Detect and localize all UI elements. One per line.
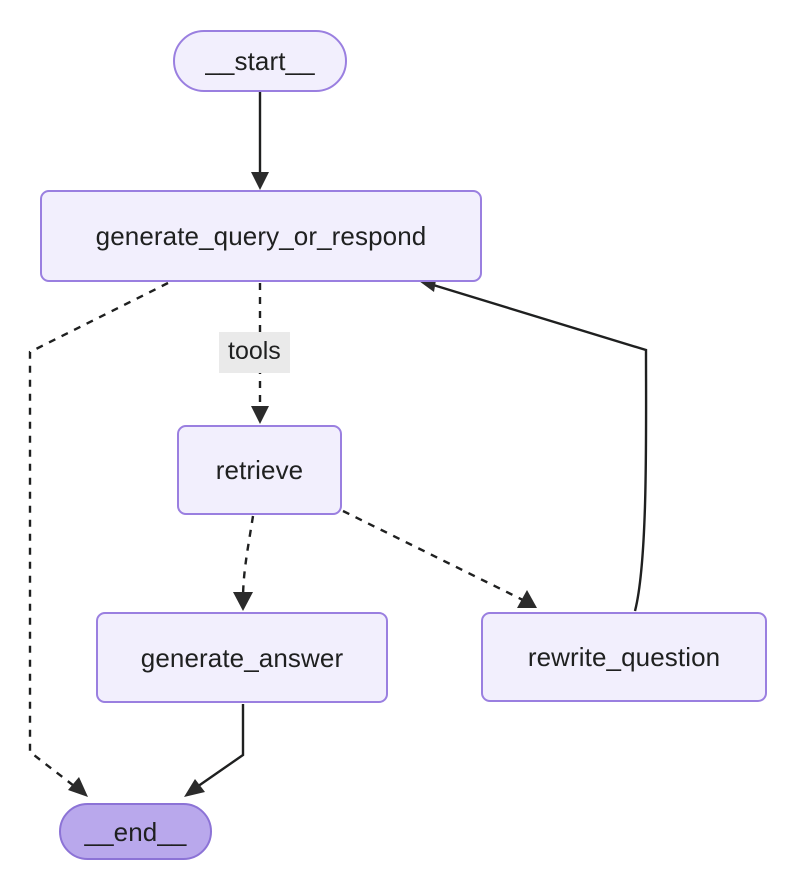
edge-generate-query-or-respond-to-retrieve [251, 283, 269, 424]
node-end[interactable]: __end__ [59, 803, 212, 860]
edge-retrieve-to-generate-answer [233, 515, 255, 611]
node-generate-query-or-respond-label: generate_query_or_respond [95, 221, 427, 251]
node-retrieve[interactable]: retrieve [177, 425, 342, 515]
node-start[interactable]: __start__ [173, 30, 347, 92]
edge-generate-query-or-respond-to-end [28, 281, 169, 797]
node-start-label: __start__ [205, 46, 315, 76]
edge-label-tools: tools [219, 332, 290, 373]
node-rewrite-question[interactable]: rewrite_question [481, 612, 767, 702]
node-retrieve-label: retrieve [215, 455, 304, 485]
edge-rewrite-question-to-generate-query-or-respond [419, 274, 648, 612]
edge-start-to-generate-query-or-respond [251, 92, 269, 190]
edge-retrieve-to-rewrite-question [342, 509, 537, 608]
node-generate-query-or-respond[interactable]: generate_query_or_respond [40, 190, 482, 282]
edge-generate-answer-to-end [184, 704, 245, 797]
node-end-label: __end__ [84, 816, 187, 847]
node-generate-answer-label: generate_answer [140, 642, 344, 673]
node-generate-answer[interactable]: generate_answer [96, 612, 388, 703]
node-rewrite-question-label: rewrite_question [527, 642, 721, 672]
